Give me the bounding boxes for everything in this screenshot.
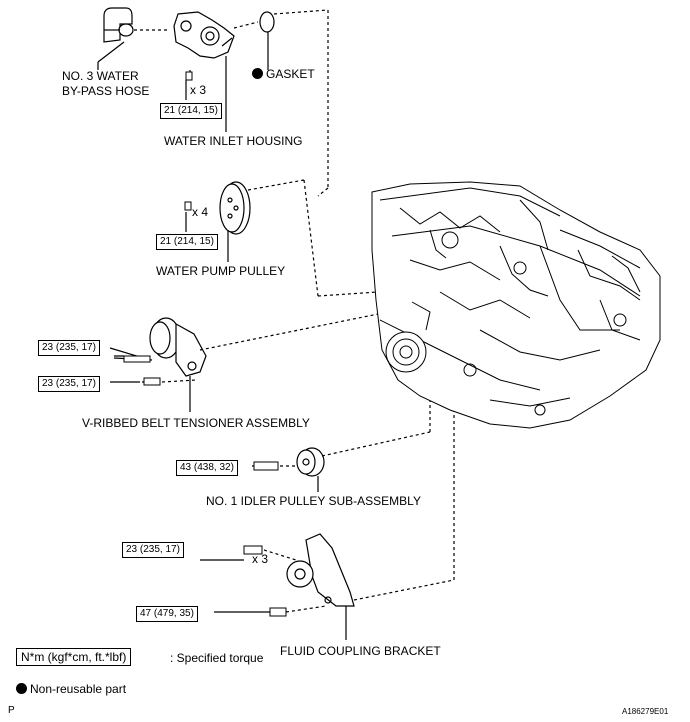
water-pump-pulley-part	[219, 181, 251, 235]
tensioner-torque-1: 23 (235, 17)	[38, 340, 100, 356]
non-reusable-dot-icon	[252, 68, 263, 79]
torque-unit-legend: N*m (kgf*cm, ft.*lbf)	[16, 648, 132, 666]
belt-tensioner-part	[149, 317, 207, 377]
idler-pulley-label: NO. 1 IDLER PULLEY SUB-ASSEMBLY	[206, 494, 421, 508]
bracket-qty: x 3	[252, 552, 269, 566]
non-reusable-legend-text: Non-reusable part	[30, 682, 127, 696]
gasket-part	[259, 11, 275, 33]
inlet-housing-qty: x 3	[190, 83, 207, 97]
engine-block	[371, 181, 661, 429]
idler-pulley-torque: 43 (438, 32)	[176, 460, 238, 476]
torque-desc-legend: : Specified torque	[170, 651, 264, 665]
fluid-coupling-bracket-label: FLUID COUPLING BRACKET	[280, 644, 441, 658]
gasket-label-text: GASKET	[266, 67, 315, 81]
gasket-label: GASKET	[252, 67, 315, 82]
bolts	[123, 71, 287, 617]
idler-pulley-part	[296, 447, 325, 477]
belt-tensioner-label: V-RIBBED BELT TENSIONER ASSEMBLY	[82, 416, 310, 430]
bypass-hose-part	[103, 7, 134, 43]
non-reusable-legend: Non-reusable part	[16, 682, 126, 697]
bypass-hose-label-line1: NO. 3 WATER	[62, 69, 139, 83]
figure-code: A186279E01	[622, 707, 669, 716]
non-reusable-legend-dot-icon	[16, 683, 27, 694]
fluid-coupling-bracket-part	[286, 533, 355, 607]
bracket-torque-2: 47 (479, 35)	[136, 606, 198, 622]
tensioner-torque-2: 23 (235, 17)	[38, 376, 100, 392]
water-inlet-housing-part	[173, 11, 235, 59]
water-pump-pulley-label: WATER PUMP PULLEY	[156, 264, 286, 278]
inlet-housing-torque: 21 (214, 15)	[160, 103, 222, 119]
bypass-hose-label-line2: BY-PASS HOSE	[62, 84, 150, 98]
bracket-torque-1: 23 (235, 17)	[122, 542, 184, 558]
water-inlet-housing-label: WATER INLET HOUSING	[164, 134, 303, 148]
pump-pulley-torque: 21 (214, 15)	[156, 234, 218, 250]
footer-left-mark: P	[8, 705, 15, 716]
pump-pulley-qty: x 4	[192, 205, 209, 219]
